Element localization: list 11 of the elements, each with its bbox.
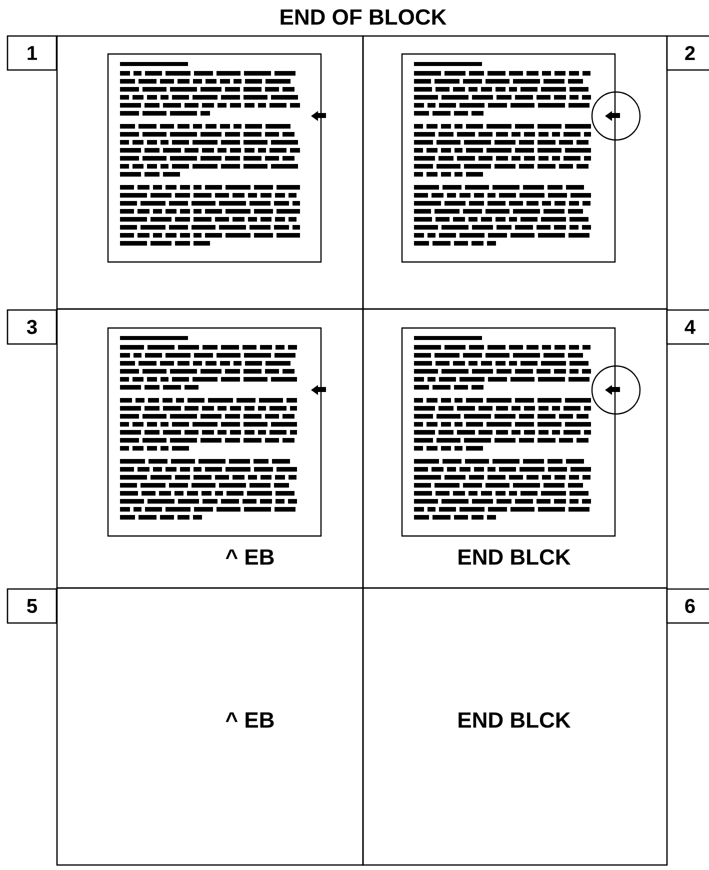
panel-number: 1 (6, 35, 58, 71)
panel-number: 4 (666, 309, 709, 345)
title: END OF BLOCK (280, 9, 446, 25)
caption: END BLCK (458, 712, 571, 728)
panel-number: 3 (6, 309, 58, 345)
panel-number: 5 (6, 588, 58, 624)
caption: ^ EB (226, 549, 274, 565)
caption: END BLCK (458, 549, 571, 565)
panel-number: 6 (666, 588, 709, 624)
caption: ^ EB (226, 712, 274, 728)
panel-number: 2 (666, 35, 709, 71)
